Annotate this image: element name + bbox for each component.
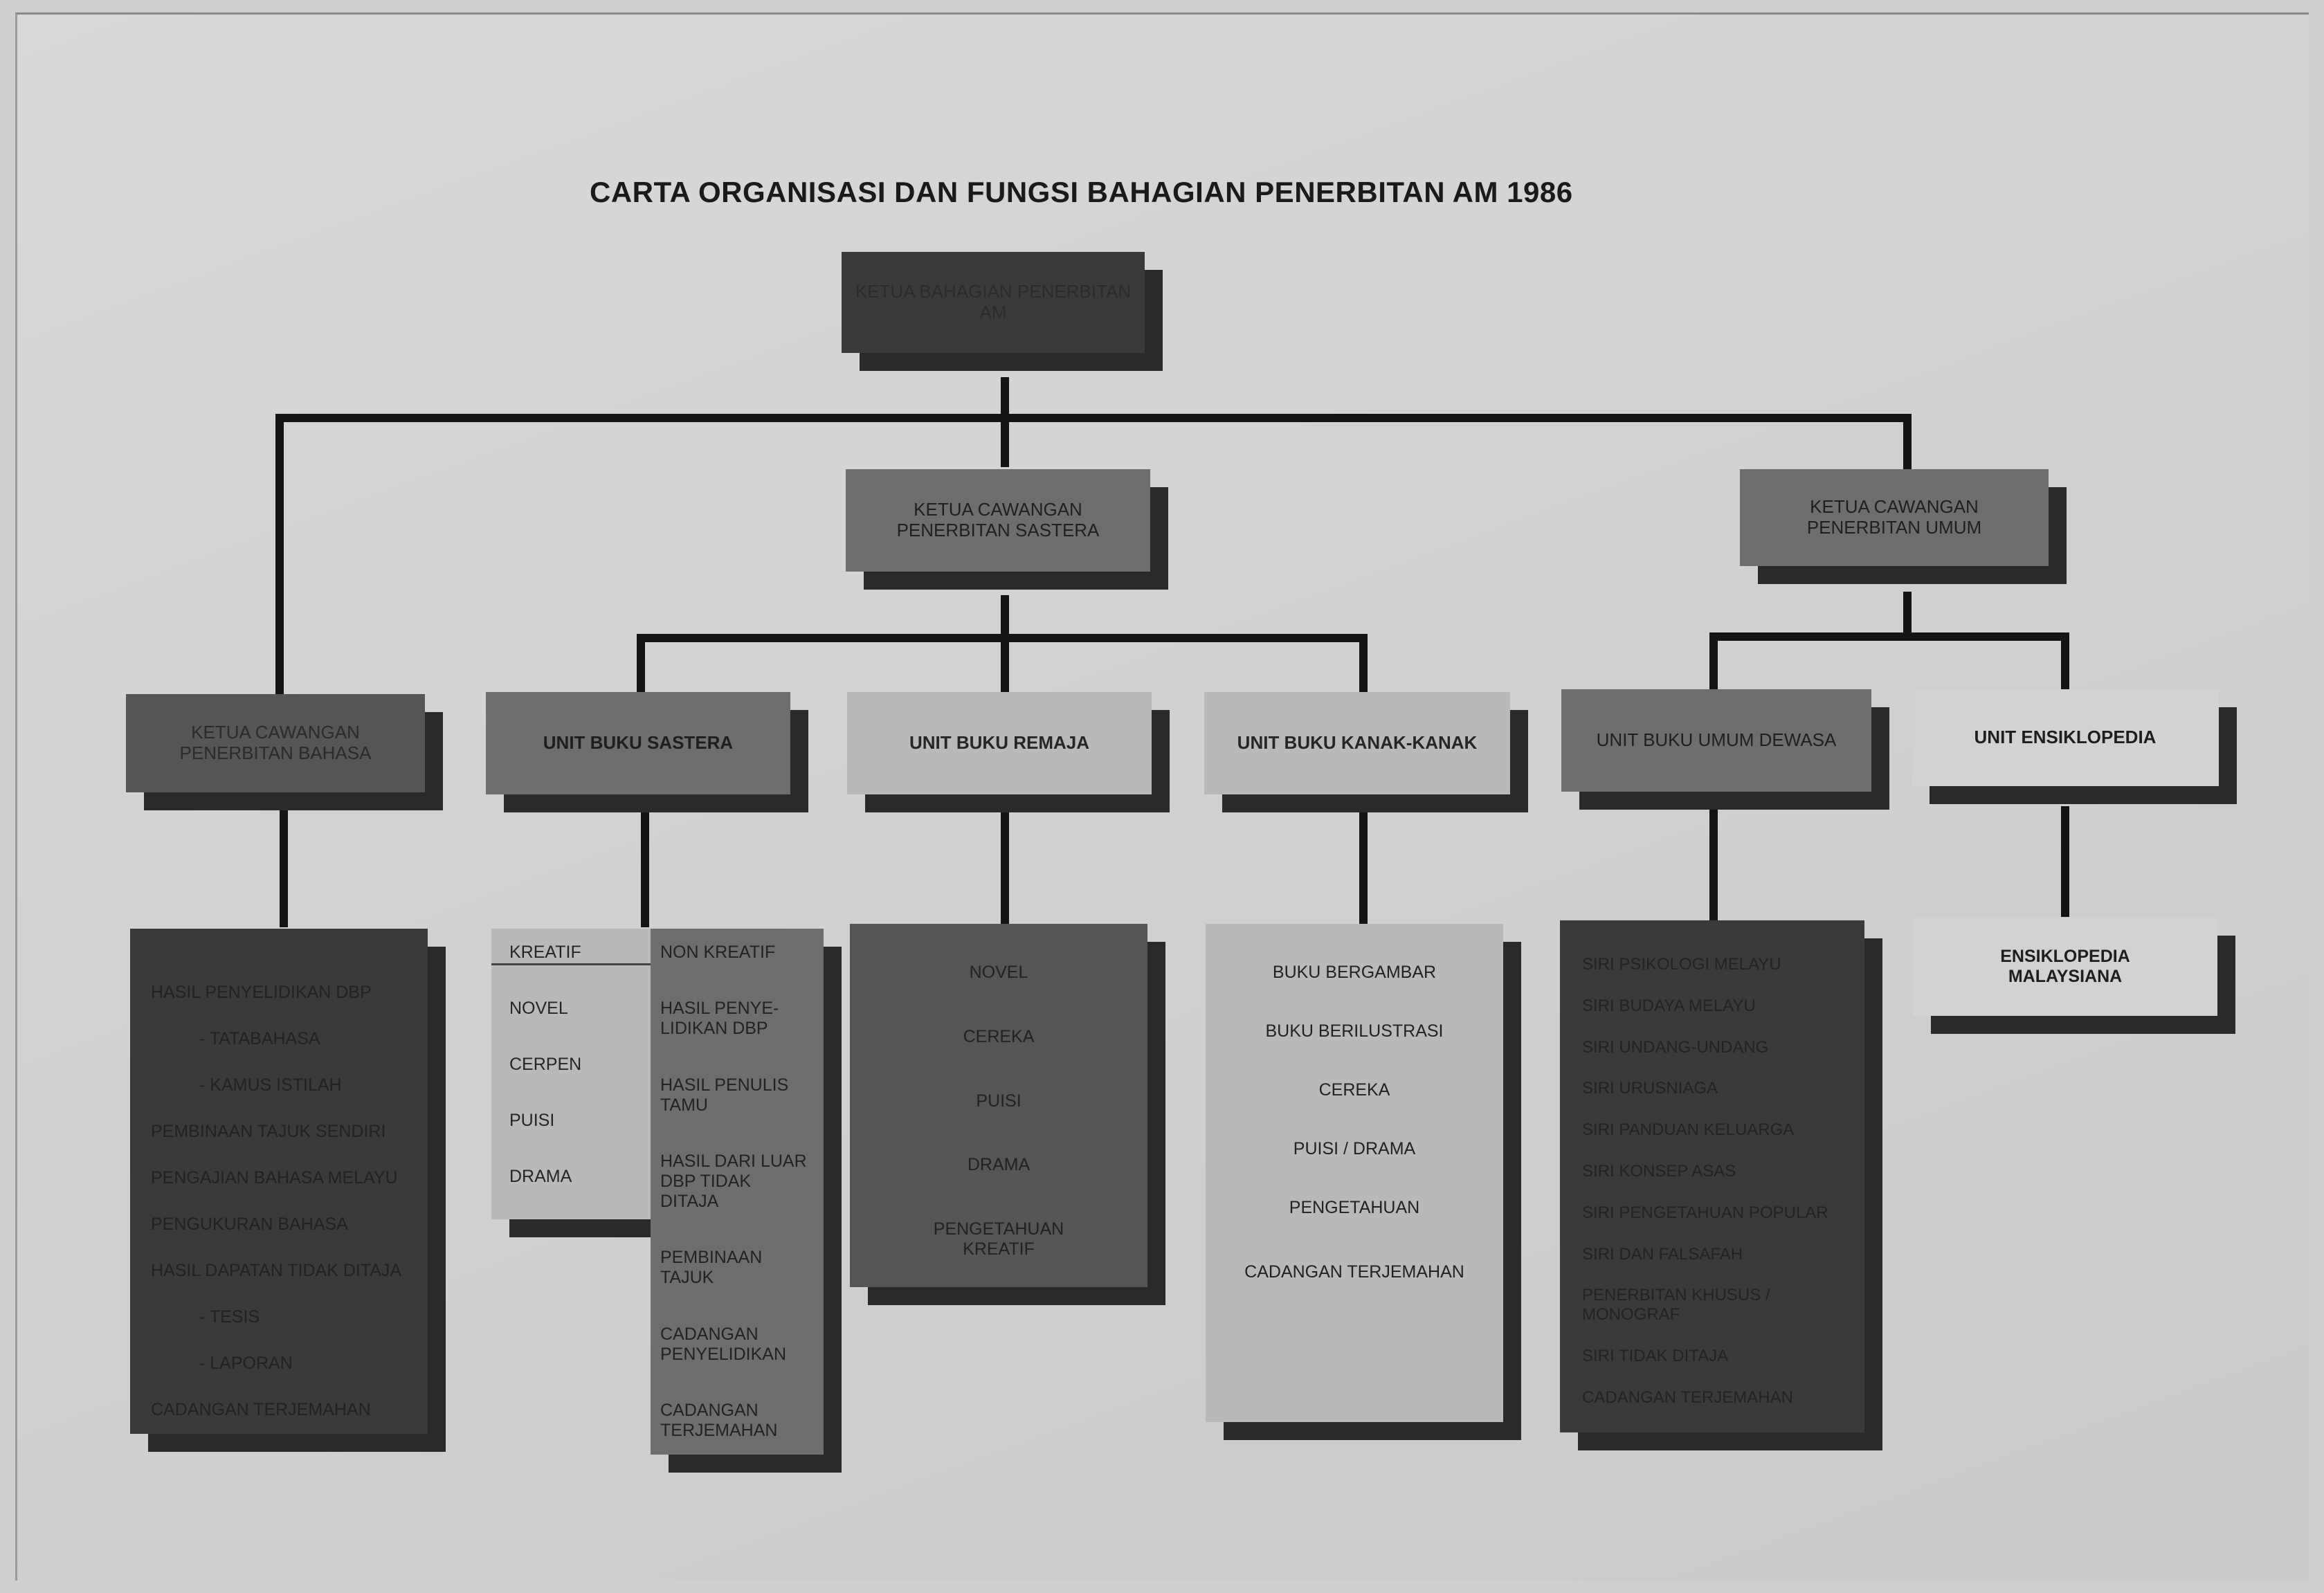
unit-sastera-box: UNIT BUKU SASTERA: [486, 692, 790, 794]
connector: [1903, 414, 1912, 469]
list-item: BUKU BERILUSTRASI: [1265, 1021, 1444, 1041]
branch-sastera-label: KETUA CAWANGAN PENERBITAN SASTERA: [896, 499, 1100, 540]
connector: [275, 414, 284, 694]
connector: [641, 810, 649, 927]
list-item: CEREKA: [963, 1026, 1035, 1046]
connector: [1001, 377, 1009, 467]
list-item: PENERBITAN KHUSUS / MONOGRAF: [1582, 1286, 1770, 1325]
list-item: CADANGAN TERJEMAHAN: [1244, 1262, 1464, 1282]
list-item: SIRI DAN FALSAFAH: [1582, 1244, 1743, 1264]
connector: [637, 634, 1368, 642]
branch-bahasa-label: KETUA CAWANGAN PENERBITAN BAHASA: [179, 722, 372, 763]
unit-sastera-label: UNIT BUKU SASTERA: [543, 732, 734, 754]
list-item: NOVEL: [969, 963, 1028, 982]
connector: [1709, 632, 1718, 691]
remaja-functions-list: NOVEL CEREKA PUISI DRAMA PENGETAHUAN KRE…: [850, 924, 1147, 1287]
unit-remaja-box: UNIT BUKU REMAJA: [847, 692, 1152, 794]
list-item: - TATABAHASA: [199, 1029, 320, 1048]
list-item: SIRI URUSNIAGA: [1582, 1079, 1718, 1098]
connector: [1903, 592, 1912, 640]
list-item: HASIL DARI LUAR DBP TIDAK DITAJA: [660, 1151, 807, 1211]
connector: [1359, 634, 1368, 694]
connector: [2061, 806, 2069, 917]
list-item: NOVEL: [509, 999, 568, 1018]
bahasa-functions-list: HASIL PENYELIDIKAN DBP - TATABAHASA - KA…: [130, 929, 428, 1434]
list-item: SIRI PANDUAN KELUARGA: [1582, 1120, 1795, 1140]
connector: [1001, 595, 1009, 694]
ensiklopedia-item-box: ENSIKLOPEDIA MALAYSIANA: [1913, 918, 2217, 1016]
list-item: - LAPORAN: [199, 1354, 293, 1373]
unit-dewasa-box: UNIT BUKU UMUM DEWASA: [1561, 689, 1871, 792]
connector: [280, 810, 288, 927]
kanak-functions-list: BUKU BERGAMBAR BUKU BERILUSTRASI CEREKA …: [1206, 924, 1503, 1422]
connector: [1709, 810, 1718, 924]
list-item: SIRI KONSEP ASAS: [1582, 1161, 1736, 1181]
list-item: PEMBINAAN TAJUK: [660, 1248, 763, 1288]
unit-kanak-box: UNIT BUKU KANAK-KANAK: [1204, 692, 1510, 794]
connector: [2061, 632, 2069, 691]
list-item: CADANGAN PENYELIDIKAN: [660, 1324, 787, 1364]
connector: [1359, 810, 1368, 924]
kreatif-header: KREATIF: [509, 943, 581, 962]
list-item: PEMBINAAN TAJUK SENDIRI: [151, 1122, 386, 1141]
list-item: HASIL DAPATAN TIDAK DITAJA: [151, 1261, 402, 1280]
non-kreatif-header: NON KREATIF: [660, 943, 776, 962]
connector: [1001, 810, 1009, 924]
unit-ensiklopedia-label: UNIT ENSIKLOPEDIA: [1974, 727, 2157, 748]
list-item: PENGAJIAN BAHASA MELAYU: [151, 1168, 398, 1187]
connector: [275, 414, 1912, 422]
unit-dewasa-label: UNIT BUKU UMUM DEWASA: [1596, 729, 1837, 751]
list-item: SIRI PSIKOLOGI MELAYU: [1582, 955, 1781, 974]
list-item: SIRI PENGETAHUAN POPULAR: [1582, 1203, 1828, 1222]
branch-umum-box: KETUA CAWANGAN PENERBITAN UMUM: [1740, 469, 2049, 566]
sastera-kreatif-list: KREATIF NOVEL CERPEN PUISI DRAMA: [491, 929, 651, 1219]
chart-title: CARTA ORGANISASI DAN FUNGSI BAHAGIAN PEN…: [590, 176, 1573, 208]
list-item: CADANGAN TERJEMAHAN: [1582, 1387, 1793, 1407]
connector: [637, 634, 645, 694]
list-item: SIRI BUDAYA MELAYU: [1582, 996, 1756, 1015]
list-item: PUISI: [976, 1091, 1022, 1111]
list-item: CADANGAN TERJEMAHAN: [660, 1400, 778, 1440]
list-item: CEREKA: [1318, 1080, 1390, 1100]
sastera-non-kreatif-list: NON KREATIF HASIL PENYE-LIDIKAN DBP HASI…: [651, 929, 824, 1455]
list-item: PENGETAHUAN: [1289, 1198, 1420, 1217]
unit-remaja-label: UNIT BUKU REMAJA: [909, 732, 1089, 754]
head-of-division-box: KETUA BAHAGIAN PENERBITAN AM: [842, 252, 1145, 353]
unit-kanak-label: UNIT BUKU KANAK-KANAK: [1237, 732, 1478, 754]
list-item: HASIL PENYE-LIDIKAN DBP: [660, 999, 779, 1039]
list-item: BUKU BERGAMBAR: [1272, 963, 1437, 982]
list-item: PENGUKURAN BAHASA: [151, 1214, 348, 1234]
unit-ensiklopedia-box: UNIT ENSIKLOPEDIA: [1912, 689, 2219, 786]
branch-umum-label: KETUA CAWANGAN PENERBITAN UMUM: [1806, 496, 1982, 538]
list-item: HASIL PENULIS TAMU: [660, 1075, 789, 1115]
list-item: DRAMA: [509, 1167, 572, 1186]
connector: [1709, 632, 2069, 641]
list-item: DRAMA: [967, 1155, 1031, 1175]
list-item: SIRI UNDANG-UNDANG: [1582, 1037, 1769, 1057]
head-of-division-label: KETUA BAHAGIAN PENERBITAN AM: [855, 281, 1132, 322]
list-item: PUISI: [509, 1111, 555, 1130]
list-item: SIRI TIDAK DITAJA: [1582, 1347, 1729, 1366]
branch-sastera-box: KETUA CAWANGAN PENERBITAN SASTERA: [846, 469, 1150, 572]
list-item: PENGETAHUAN KREATIF: [933, 1219, 1064, 1259]
ensiklopedia-item-label: ENSIKLOPEDIA MALAYSIANA: [2000, 947, 2130, 986]
list-item: CADANGAN TERJEMAHAN: [151, 1400, 371, 1419]
list-item: - TESIS: [199, 1307, 260, 1327]
list-item: - KAMUS ISTILAH: [199, 1075, 342, 1095]
list-item: CERPEN: [509, 1055, 582, 1074]
dewasa-functions-list: SIRI PSIKOLOGI MELAYU SIRI BUDAYA MELAYU…: [1560, 920, 1864, 1432]
branch-bahasa-box: KETUA CAWANGAN PENERBITAN BAHASA: [126, 694, 425, 792]
kreatif-shadow: [509, 1219, 651, 1237]
list-item: PUISI / DRAMA: [1293, 1139, 1416, 1158]
list-item: HASIL PENYELIDIKAN DBP: [151, 983, 372, 1002]
